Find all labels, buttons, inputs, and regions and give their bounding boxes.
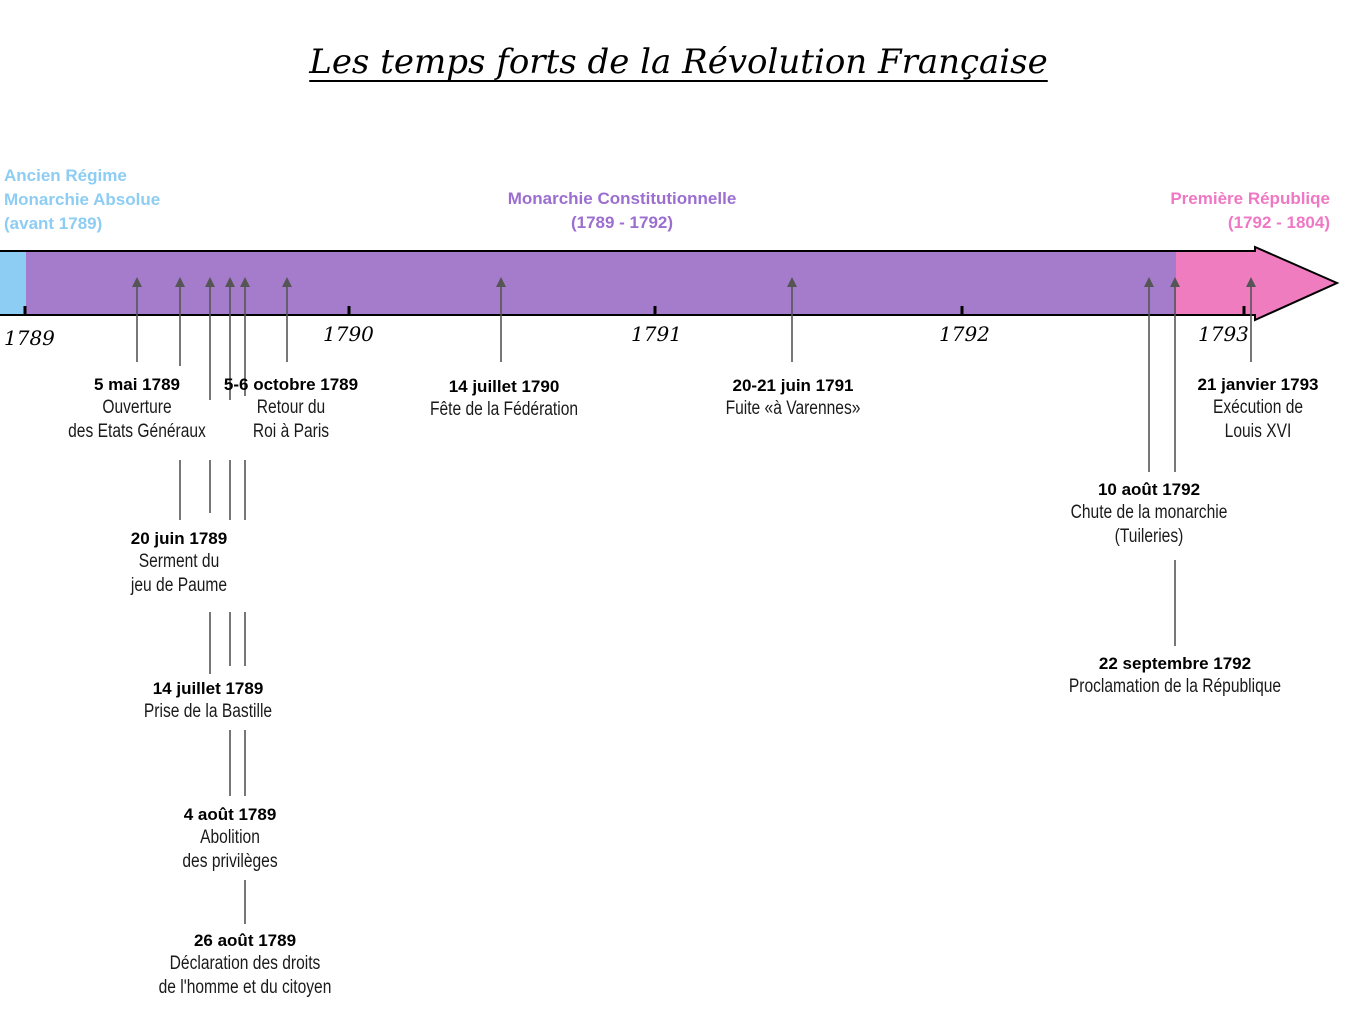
event-proclamation-republique: 22 septembre 1792 Proclamation de la Rép… <box>1068 654 1282 697</box>
timeline-outline <box>0 245 1340 322</box>
period-label-premiere-republique: Première Républiqe (1792 - 1804) <box>1170 189 1330 232</box>
event-fete-federation: 14 juillet 1790 Fête de la Fédération <box>429 377 579 420</box>
period-label-ancien-regime: Ancien Régime Monarchie Absolue (avant 1… <box>4 166 161 233</box>
event-prise-bastille: 14 juillet 1789 Prise de la Bastille <box>143 679 273 722</box>
event-retour-roi-paris: 5-6 octobre 1789 Retour du Roi à Paris <box>223 375 359 442</box>
band-premiere-republique <box>1176 247 1337 320</box>
event-fuite-varennes: 20-21 juin 1791 Fuite «à Varennes» <box>725 376 861 419</box>
event-abolition-privileges: 4 août 1789 Abolition des privilèges <box>182 805 278 872</box>
year-label-1790: 1790 <box>323 322 374 346</box>
year-label-1791: 1791 <box>631 322 682 346</box>
year-label-1789: 1789 <box>4 326 55 350</box>
event-chute-monarchie: 10 août 1792 Chute de la monarchie (Tuil… <box>1070 480 1228 547</box>
period-label-monarchie-constitutionnelle: Monarchie Constitutionnelle (1789 - 1792… <box>507 189 737 232</box>
year-label-1793: 1793 <box>1198 322 1249 346</box>
event-execution-louis-xvi: 21 janvier 1793 Exécution de Louis XVI <box>1197 375 1319 442</box>
band-ancien-regime <box>0 251 26 315</box>
band-monarchie-constitutionnelle <box>26 251 1176 315</box>
event-etats-generaux: 5 mai 1789 Ouverture des Etats Généraux <box>68 375 206 442</box>
diagram-title: Les temps forts de la Révolution Françai… <box>309 42 1048 82</box>
year-label-1792: 1792 <box>939 322 990 346</box>
event-serment-jeu-de-paume: 20 juin 1789 Serment du jeu de Paume <box>130 529 228 596</box>
event-declaration-droits: 26 août 1789 Déclaration des droits de l… <box>158 931 332 998</box>
